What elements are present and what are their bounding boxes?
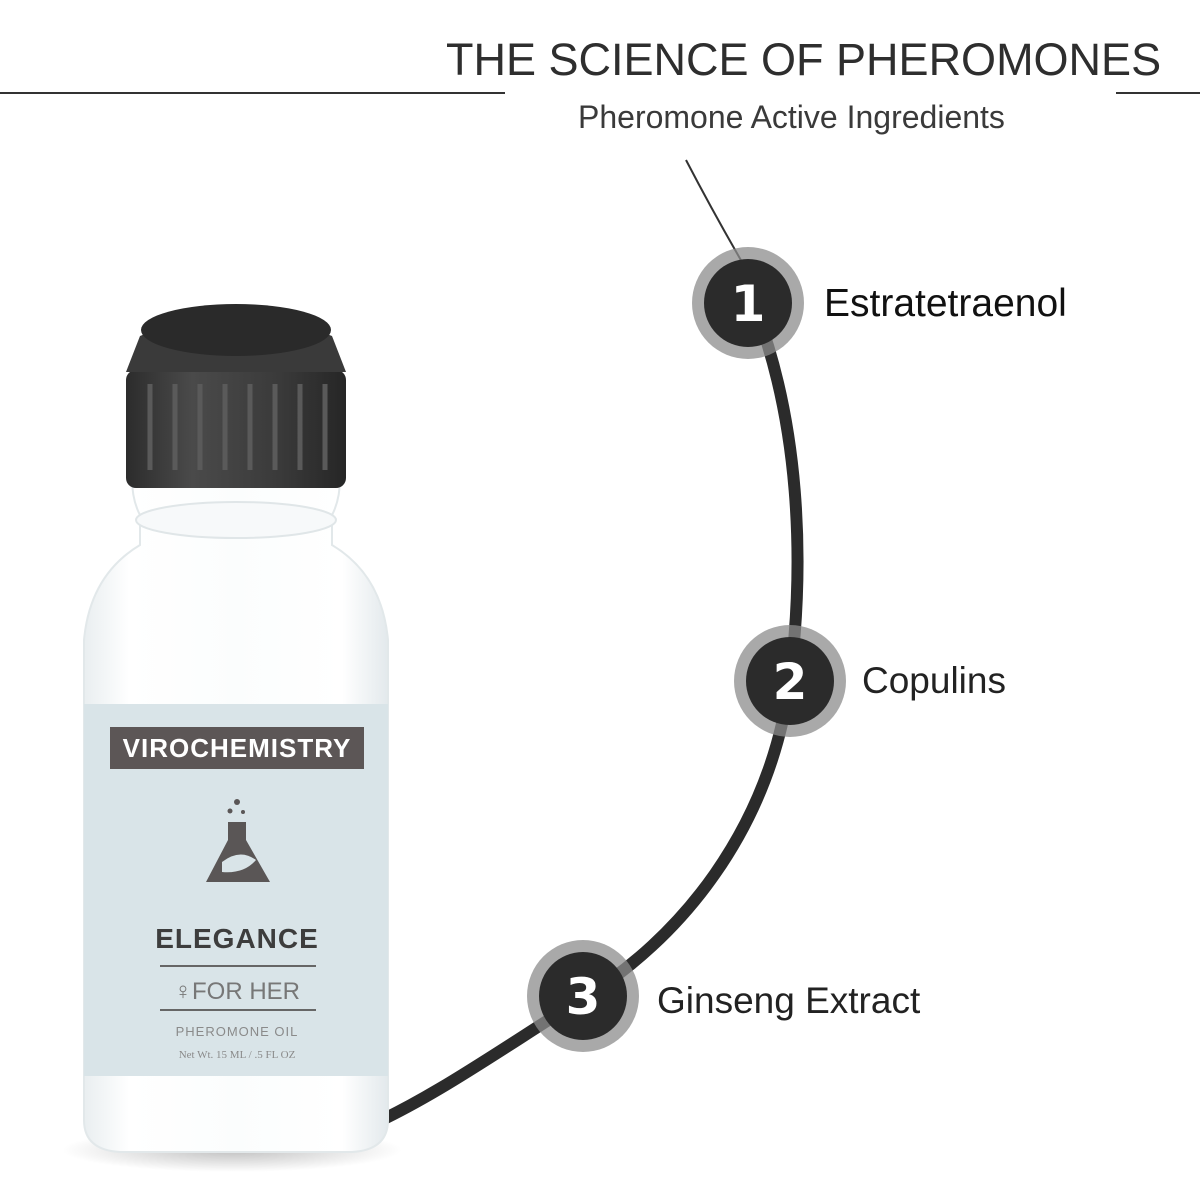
marker-number-1: 1	[731, 275, 766, 333]
ingredient-label-3: Ginseng Extract	[657, 980, 921, 1021]
product-type: PHEROMONE OIL	[176, 1024, 299, 1039]
ingredient-marker-2: 2	[734, 625, 846, 737]
title-divider-right	[1116, 92, 1200, 94]
title-divider-left	[0, 92, 505, 94]
product-bottle: VIROCHEMISTRY ELEGANCE ♀FOR HER PHEROMON…	[62, 304, 402, 1172]
ingredient-marker-1: 1	[692, 247, 804, 359]
flask-icon	[206, 799, 270, 882]
page-subtitle: Pheromone Active Ingredients	[578, 99, 1005, 135]
bottle-cap	[126, 304, 346, 488]
page-title: THE SCIENCE OF PHEROMONES	[446, 34, 1162, 85]
ingredient-marker-3: 3	[527, 940, 639, 1052]
brand-banner	[110, 727, 364, 769]
ingredient-label-2: Copulins	[862, 660, 1006, 701]
marker-number-3: 3	[566, 968, 601, 1026]
product-name: ELEGANCE	[155, 923, 319, 954]
product-audience: ♀FOR HER	[174, 978, 300, 1005]
marker-number-2: 2	[773, 653, 808, 711]
brand-name: VIROCHEMISTRY	[123, 733, 352, 763]
curve-tail	[685, 159, 743, 263]
product-net-weight: Net Wt. 15 ML / .5 FL OZ	[179, 1049, 296, 1061]
ingredient-label-1: Estratetraenol	[824, 282, 1067, 325]
timeline-curve	[354, 294, 804, 1136]
